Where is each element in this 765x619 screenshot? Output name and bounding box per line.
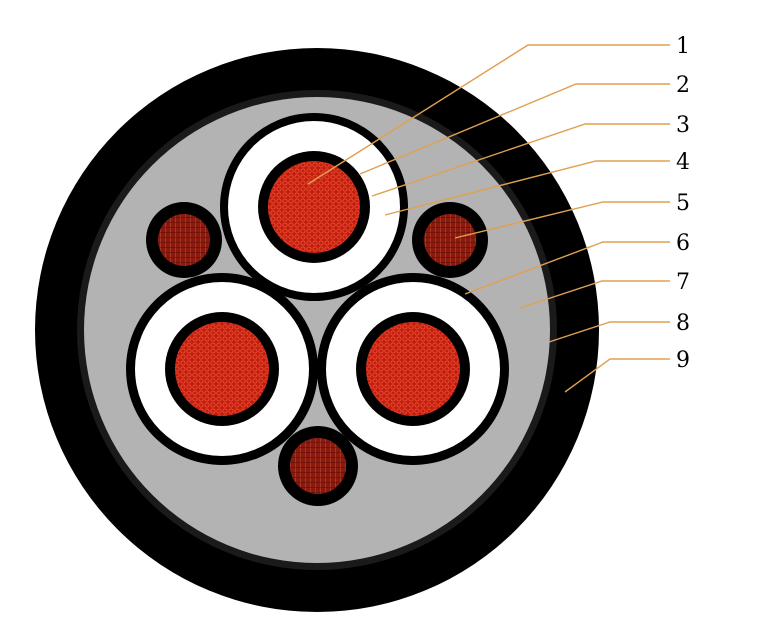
callout-3: 3 — [676, 113, 690, 138]
power-core-left — [126, 273, 318, 465]
main-conductor — [268, 161, 360, 253]
callout-4: 4 — [676, 150, 690, 175]
leader-line-1 — [307, 44, 670, 185]
callout-9: 9 — [676, 348, 690, 373]
callout-2: 2 — [676, 73, 690, 98]
callout-5: 5 — [676, 191, 690, 216]
power-core-right — [317, 273, 509, 465]
leader-line-9 — [564, 358, 670, 393]
callout-6: 6 — [676, 231, 690, 256]
callout-1: 1 — [676, 34, 690, 59]
leader-line-2 — [359, 83, 670, 175]
leader-line-3 — [371, 123, 670, 197]
callout-8: 8 — [676, 311, 690, 336]
leader-lines — [307, 44, 670, 393]
earth-conductor-bottom — [278, 426, 358, 506]
leader-line-6 — [464, 241, 670, 295]
leader-line-8 — [548, 321, 670, 343]
callout-labels: 1 2 3 4 5 6 7 8 9 — [676, 34, 690, 373]
earth-conductor-left — [146, 202, 222, 278]
callout-7: 7 — [676, 270, 690, 295]
leader-line-7 — [519, 280, 670, 309]
power-core-top — [220, 113, 408, 301]
leader-line-4 — [384, 160, 670, 216]
earth-conductor-right — [412, 202, 488, 278]
leader-line-5 — [454, 201, 670, 239]
